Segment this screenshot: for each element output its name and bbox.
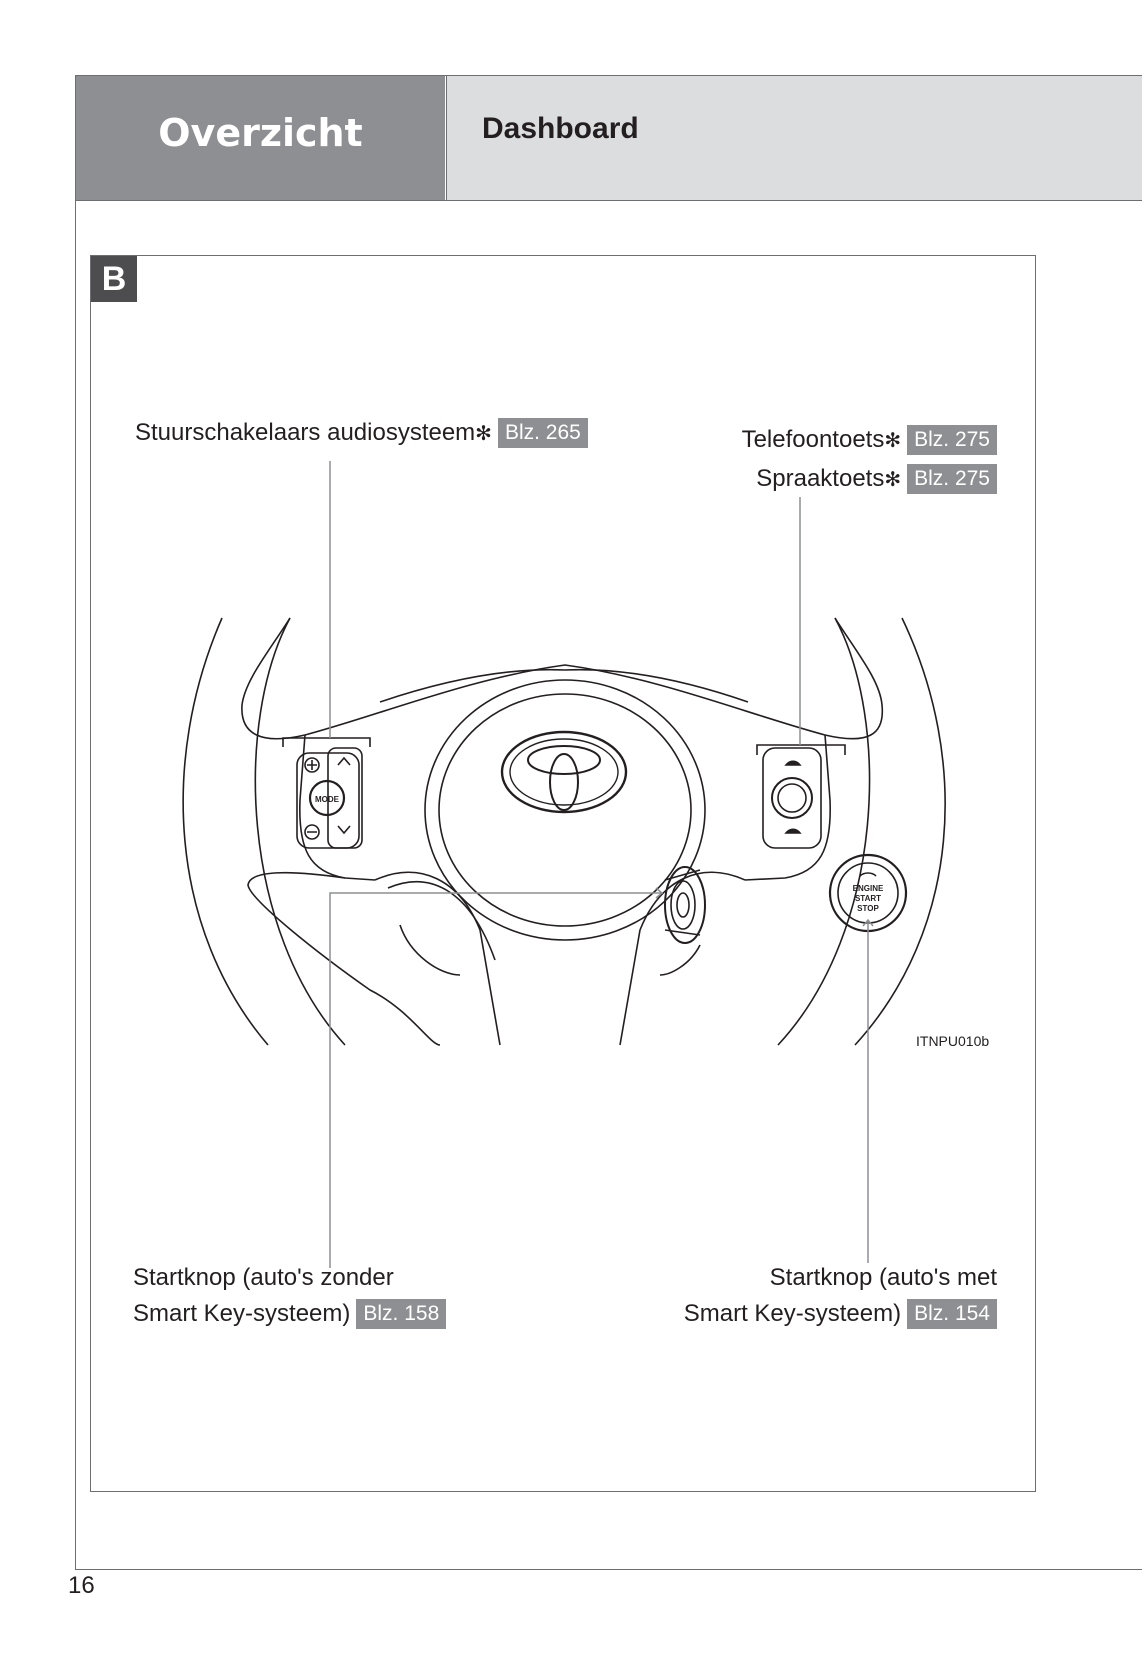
page-number: 16 [68, 1572, 95, 1599]
callout-audio-switches: Stuurschakelaars audiosysteem✻Blz. 265 [135, 418, 588, 448]
mode-button-label: MODE [315, 795, 340, 804]
asterisk-icon: ✻ [884, 467, 902, 491]
page-frame-bottom [75, 1569, 1142, 1570]
asterisk-icon: ✻ [884, 428, 902, 452]
page-ref-badge: Blz. 265 [497, 418, 588, 448]
page-frame-top [75, 75, 1142, 76]
wheel-rim-right-inner [777, 617, 871, 1046]
callout-voice-button-text: Spraaktoets [756, 465, 885, 492]
header-divider [75, 200, 1142, 201]
page-frame-left [75, 75, 76, 1570]
section-header: Overzicht [76, 76, 445, 200]
asterisk-icon: ✻ [475, 421, 492, 445]
callout-start-smart-key-text: Smart Key-systeem) [683, 1300, 902, 1327]
callout-start-no-smart-key-line1: Startknop (auto's zonder [133, 1264, 394, 1291]
callout-voice-button: Spraaktoets✻Blz. 275 [756, 464, 997, 494]
page-ref-badge: Blz. 154 [907, 1299, 997, 1329]
engine-button-label-1: ENGINE [853, 884, 884, 893]
page-ref-badge: Blz. 158 [356, 1299, 447, 1329]
callout-phone-button: Telefoontoets✻Blz. 275 [742, 425, 997, 455]
engine-button-label-3: STOP [857, 904, 879, 913]
panel-badge: B [91, 256, 137, 302]
callout-start-no-smart-key-line2: Smart Key-systeem)Blz. 158 [133, 1299, 447, 1329]
figure-code: ITNPU010b [916, 1033, 990, 1049]
page-ref-badge: Blz. 275 [907, 464, 997, 494]
callout-audio-switches-text: Stuurschakelaars audiosysteem [135, 419, 476, 446]
page-ref-badge: Blz. 275 [907, 425, 997, 455]
engine-button-label-2: START [855, 894, 881, 903]
callout-start-smart-key-line1: Startknop (auto's met [769, 1264, 997, 1291]
callout-phone-button-text: Telefoontoets [741, 426, 885, 453]
wheel-rim-right-outer [854, 617, 946, 1046]
callout-start-smart-key-line2: Smart Key-systeem)Blz. 154 [684, 1299, 997, 1329]
wheel-rim-left-outer [182, 617, 269, 1046]
callout-start-no-smart-key-text: Smart Key-systeem) [133, 1300, 351, 1327]
leader-start-no-smart-key [329, 892, 662, 1268]
illustration-panel [90, 255, 1036, 1492]
section-title: Overzicht [158, 111, 363, 155]
page-title: Dashboard [482, 112, 639, 145]
wheel-rim-left-inner [254, 617, 346, 1046]
page-header: Dashboard [446, 76, 1142, 200]
